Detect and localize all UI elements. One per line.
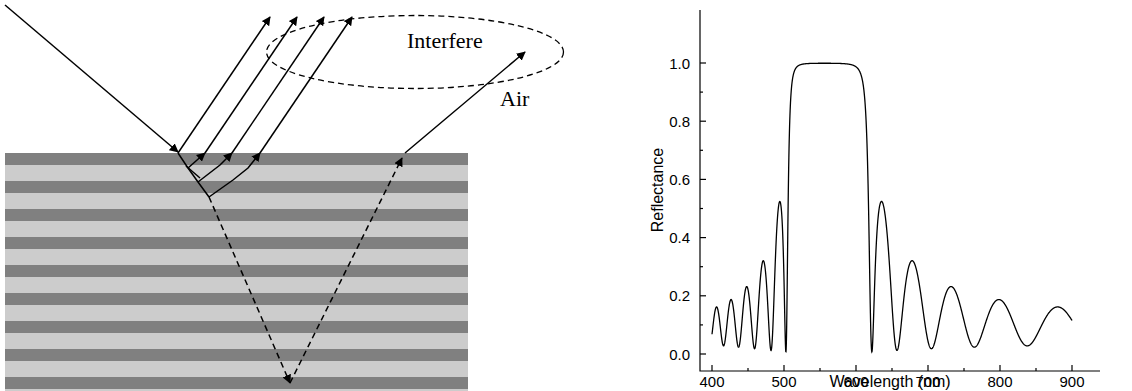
ray <box>5 5 178 152</box>
tick <box>700 324 703 325</box>
ray <box>260 17 352 153</box>
tick <box>700 179 706 180</box>
tick <box>700 150 703 151</box>
layer <box>5 333 468 349</box>
light-rays <box>5 5 525 383</box>
ray <box>205 17 297 153</box>
multilayer-stack <box>5 153 468 391</box>
tick <box>927 365 928 371</box>
ray <box>209 197 290 383</box>
ellipse-outline <box>267 16 564 89</box>
y-tick-label: 0.0 <box>669 347 690 362</box>
tick <box>891 368 892 371</box>
ray <box>178 17 270 153</box>
tick <box>819 368 820 371</box>
axis-line <box>700 10 1100 371</box>
tick <box>855 365 856 371</box>
ray <box>232 17 324 153</box>
tick <box>700 295 706 296</box>
medium-label: Air <box>500 88 529 110</box>
dashed-ellipse <box>265 14 565 90</box>
ray <box>178 153 209 197</box>
x-axis-title: Wavelength (nm) <box>829 374 950 390</box>
layer <box>5 389 468 391</box>
region-label: Interfere <box>405 30 485 52</box>
y-tick-label: 0.2 <box>669 288 690 303</box>
tick <box>1071 365 1072 371</box>
ray <box>209 153 260 197</box>
layer <box>5 277 468 293</box>
x-tick-label: 900 <box>1059 374 1084 389</box>
tick <box>783 365 784 371</box>
reflectance-curve <box>712 63 1072 352</box>
layer <box>5 265 468 277</box>
layer <box>5 321 468 333</box>
y-axis-title: Reflectance <box>650 148 666 233</box>
ray <box>186 166 200 178</box>
layer <box>5 193 468 209</box>
layer <box>5 293 468 305</box>
y-tick-label: 1.0 <box>669 56 690 71</box>
chart-axes <box>700 10 1100 371</box>
tick <box>700 266 703 267</box>
ray <box>198 153 232 182</box>
tick <box>700 353 706 354</box>
tick <box>700 237 706 238</box>
layer <box>5 153 468 165</box>
layer <box>5 305 468 321</box>
interference-region: Interfere <box>265 14 565 90</box>
layer <box>5 221 468 237</box>
x-tick-label: 400 <box>699 374 724 389</box>
layer <box>5 209 468 221</box>
tick <box>700 62 706 63</box>
layer <box>5 249 468 265</box>
y-tick-label: 0.6 <box>669 172 690 187</box>
tick <box>700 91 703 92</box>
tick <box>700 208 703 209</box>
x-tick-label: 500 <box>771 374 796 389</box>
x-tick-label: 800 <box>987 374 1012 389</box>
layer <box>5 349 468 361</box>
y-tick-label: 0.4 <box>669 230 690 245</box>
layer <box>5 165 468 181</box>
layer <box>5 377 468 389</box>
ray <box>188 153 205 168</box>
ray <box>290 158 402 383</box>
tick <box>747 368 748 371</box>
layer <box>5 181 468 193</box>
tick <box>711 365 712 371</box>
layer <box>5 237 468 249</box>
tick <box>999 365 1000 371</box>
tick <box>963 368 964 371</box>
tick <box>700 121 706 122</box>
layer <box>5 361 468 377</box>
tick <box>1035 368 1036 371</box>
y-tick-label: 0.8 <box>669 114 690 129</box>
